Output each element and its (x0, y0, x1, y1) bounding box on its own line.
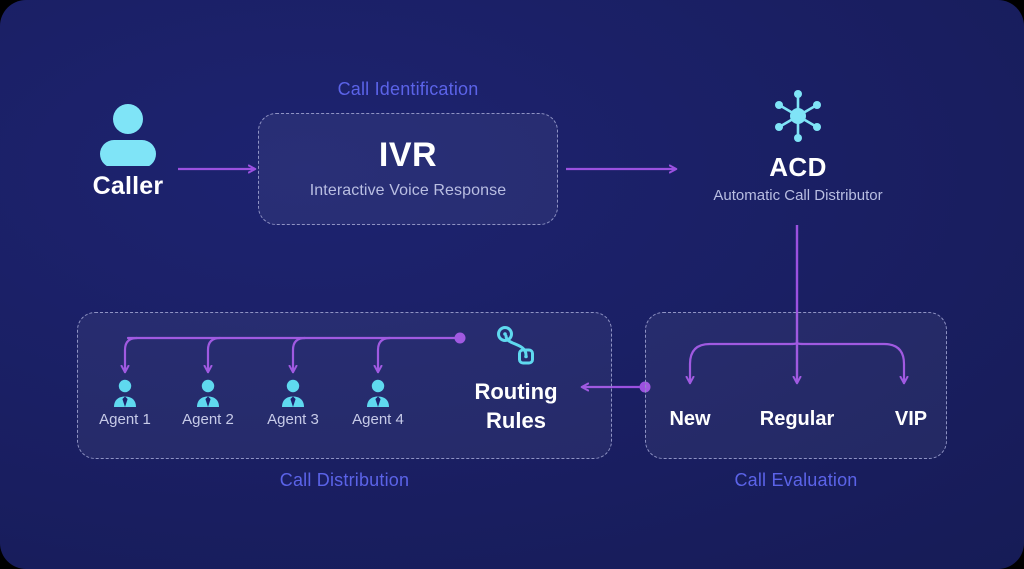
route-icon (497, 326, 534, 365)
agent-icon (114, 379, 136, 407)
agent-icon (367, 379, 389, 407)
caller-node: Caller (72, 104, 184, 201)
agent-icon (197, 379, 219, 407)
agent-label: Agent 1 (99, 411, 151, 428)
agent-label: Agent 2 (182, 411, 234, 428)
routing-rules-label: Routing Rules (455, 377, 577, 436)
ivr-title: IVR (378, 136, 438, 175)
acd-title: ACD (769, 152, 827, 182)
routing-rules-node[interactable]: Routing Rules (455, 326, 577, 436)
ivr-subtitle: Interactive Voice Response (309, 181, 507, 199)
agent-icon (282, 379, 304, 407)
acd-node: ACD Automatic Call Distributor (684, 88, 912, 204)
call-evaluation-caption: Call Evaluation (734, 470, 858, 490)
routing-rules-line1: Routing (474, 379, 558, 404)
category-item[interactable]: New (669, 408, 711, 430)
agent-item[interactable]: Agent 4 (336, 378, 420, 428)
agent-label: Agent 4 (352, 411, 404, 428)
agent-item[interactable]: Agent 2 (166, 378, 250, 428)
agent-label: Agent 3 (267, 411, 319, 428)
routing-rules-line2: Rules (486, 408, 546, 434)
ivr-box[interactable]: IVR Interactive Voice Response (258, 113, 558, 225)
call-distribution-panel (77, 312, 612, 459)
agent-item[interactable]: Agent 1 (83, 378, 167, 428)
category-item[interactable]: Regular (759, 408, 835, 430)
call-identification-caption: Call Identification (337, 79, 479, 99)
call-evaluation-panel (645, 312, 947, 459)
caller-label: Caller (92, 172, 164, 200)
call-distribution-caption: Call Distribution (279, 470, 410, 490)
acd-subtitle: Automatic Call Distributor (713, 187, 883, 204)
agent-item[interactable]: Agent 3 (251, 378, 335, 428)
category-item[interactable]: VIP (894, 408, 928, 430)
network-hub-icon (775, 90, 821, 142)
person-icon (100, 104, 156, 166)
